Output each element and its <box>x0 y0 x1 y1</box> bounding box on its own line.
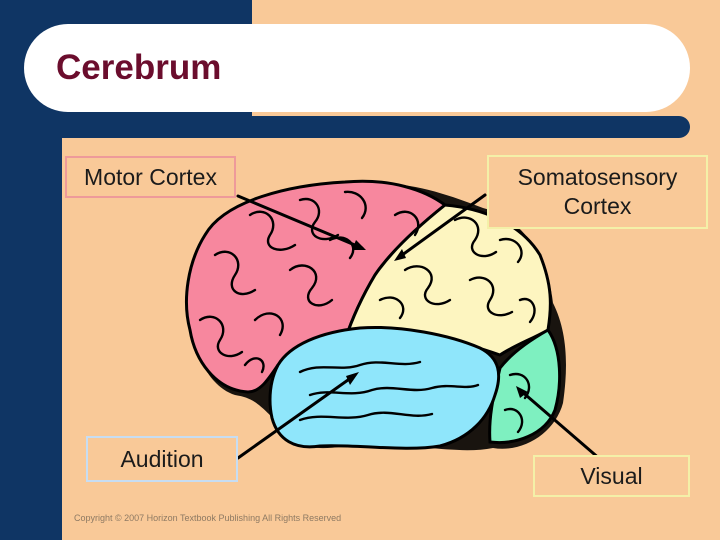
pointer-lines <box>236 193 610 468</box>
motor-arrowhead <box>352 240 366 250</box>
title-banner <box>24 24 690 112</box>
audition-arrowhead <box>346 372 359 385</box>
copyright-notice: Copyright © 2007 Horizon Textbook Publis… <box>74 513 342 523</box>
visual-cortex-lobe <box>488 328 562 445</box>
somatosensory-pointer-line <box>396 193 487 260</box>
somatosensory-arrowhead <box>394 249 406 261</box>
motor-cortex-label: Motor Cortex <box>65 156 236 198</box>
visual-label: Visual <box>533 455 690 497</box>
audition-label: Audition <box>86 436 238 482</box>
title-underline-strip <box>40 116 690 138</box>
pointer-arrowheads <box>346 240 528 398</box>
audition-pointer-line <box>236 373 357 460</box>
slide-title: Cerebrum <box>56 48 222 87</box>
motor-pointer-line <box>236 194 364 250</box>
somatosensory-cortex-label: Somatosensory Cortex <box>487 155 708 229</box>
visual-arrowhead <box>516 386 528 398</box>
visual-pointer-line <box>518 388 610 468</box>
